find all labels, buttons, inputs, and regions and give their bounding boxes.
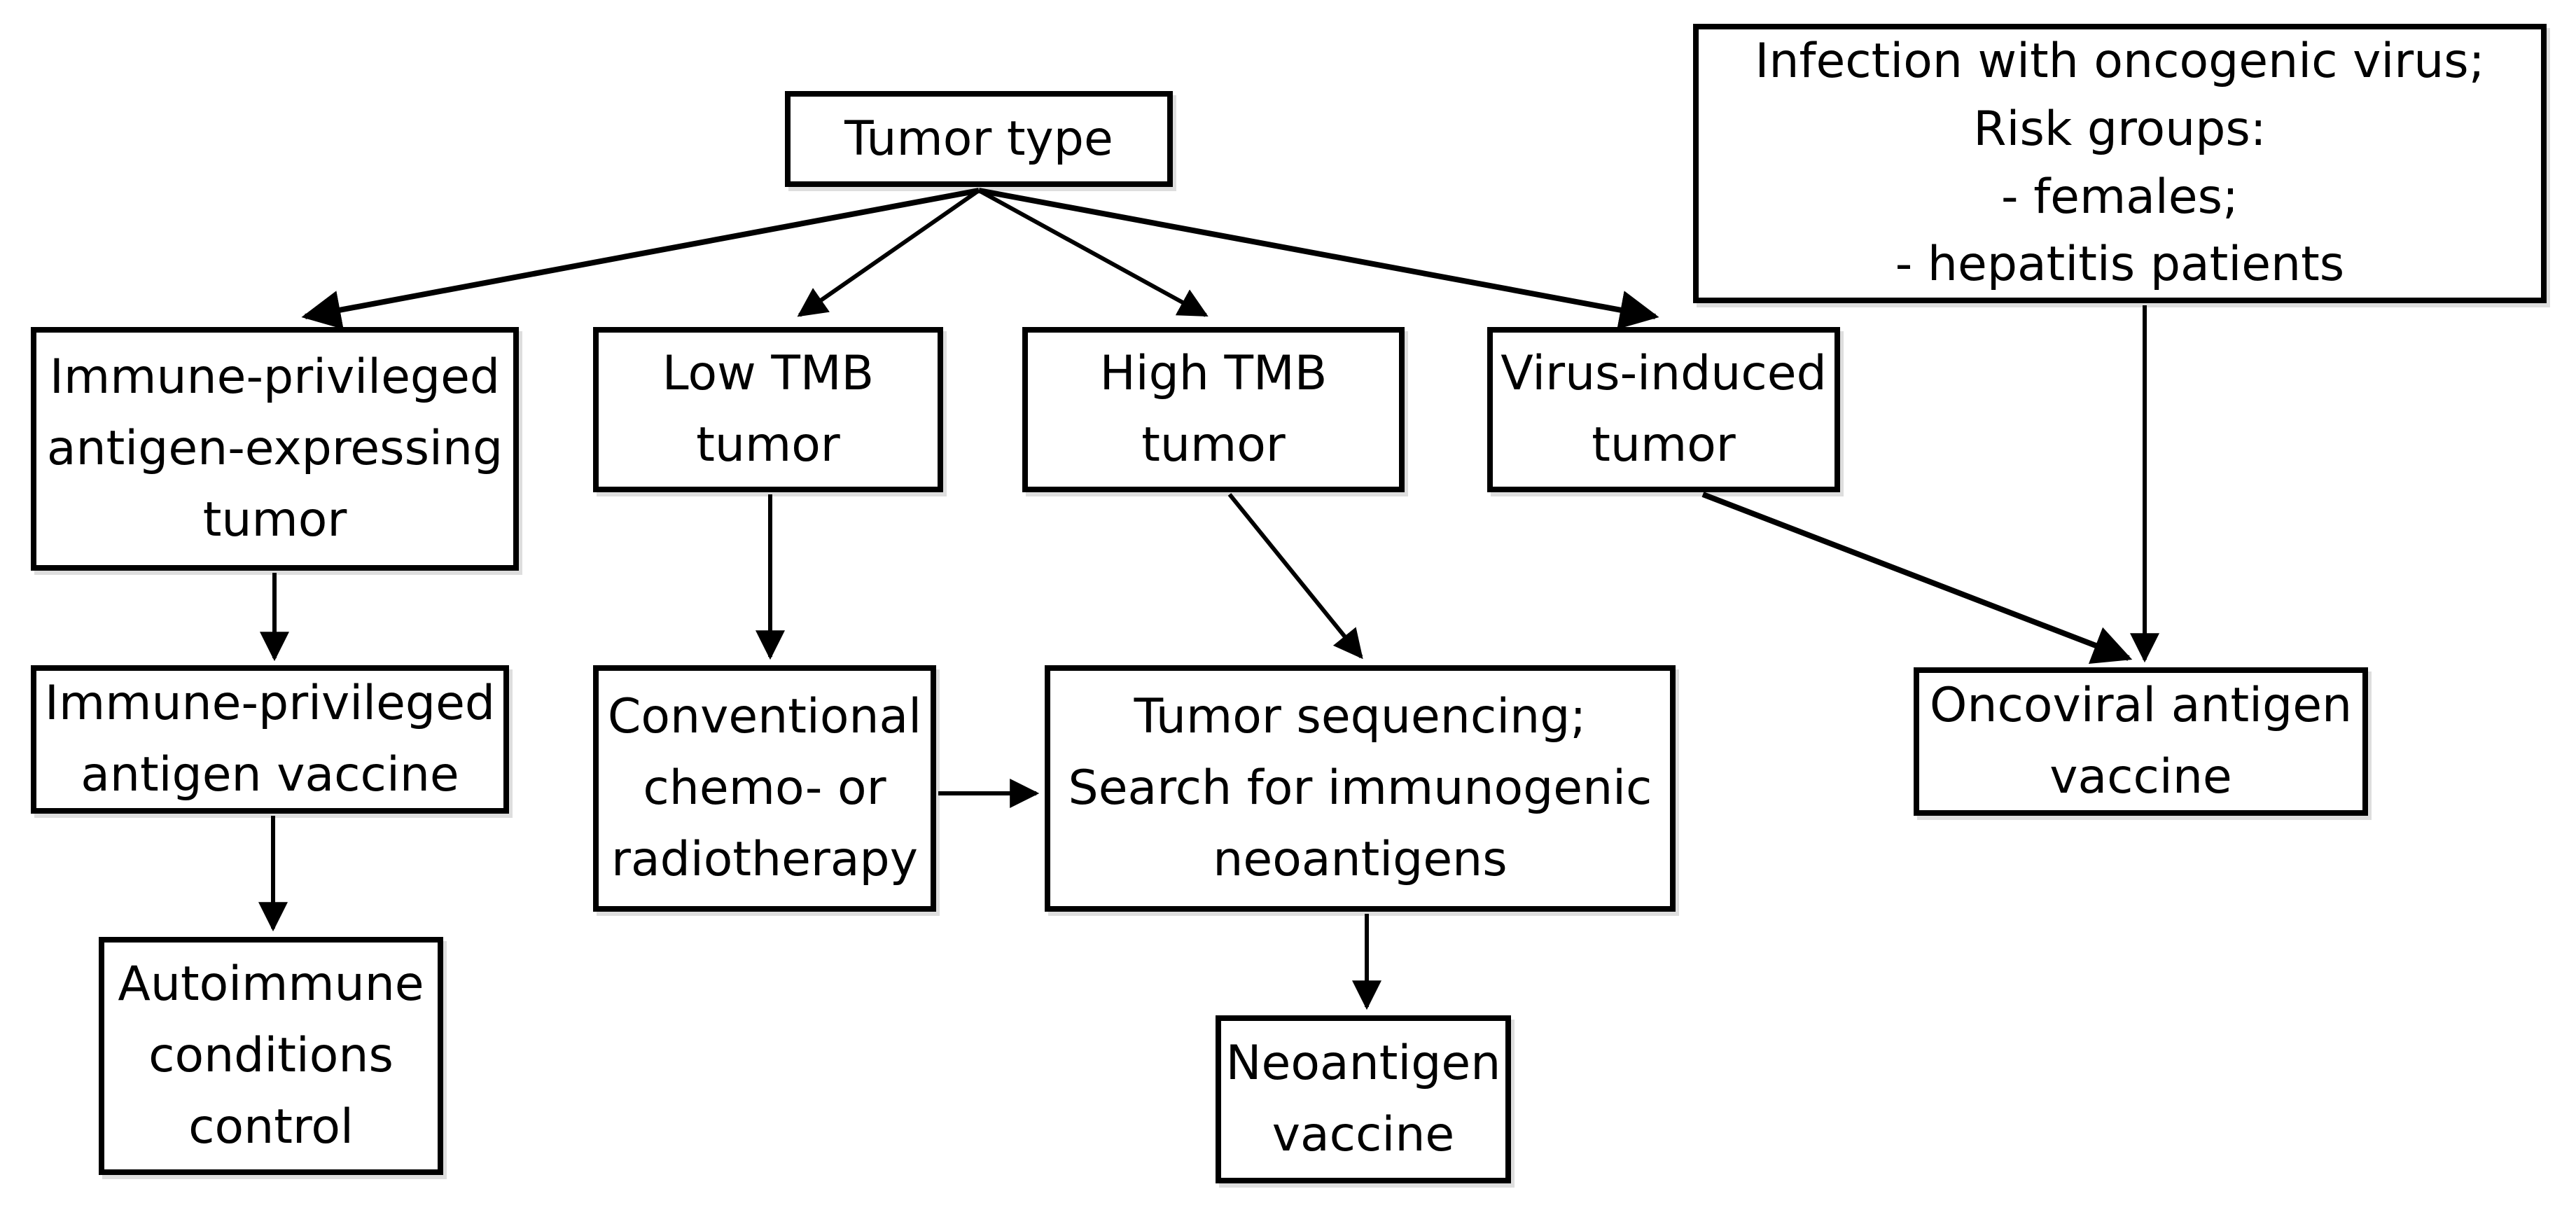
arrow-tumor-type-to-immune-privileged-tumor xyxy=(301,188,980,330)
node-conventional-chemo-or-radiotherapy: Conventional chemo- or radiotherapy xyxy=(593,665,936,912)
arrow-high-tmb-to-tumor-sequencing xyxy=(1227,493,1363,660)
node-oncoviral-antigen-vaccine: Oncoviral antigen vaccine xyxy=(1914,667,2368,816)
node-virus-induced-tumor: Virus-induced tumor xyxy=(1487,327,1840,492)
arrow-virus-induced-tumor-to-oncoviral-vaccine xyxy=(1701,492,2133,665)
node-tumor-sequencing-neoantigen-search: Tumor sequencing; Search for immunogenic… xyxy=(1045,665,1676,912)
node-immune-privileged-antigen-expressing-tumor: Immune-privileged antigen-expressing tum… xyxy=(31,327,519,571)
arrow-tumor-type-to-virus-induced-tumor xyxy=(978,188,1659,330)
node-low-tmb-tumor: Low TMB tumor xyxy=(593,327,943,492)
arrow-tumor-type-to-low-tmb-tumor xyxy=(797,188,980,317)
node-high-tmb-tumor: High TMB tumor xyxy=(1022,327,1405,492)
node-neoantigen-vaccine: Neoantigen vaccine xyxy=(1216,1015,1511,1183)
node-infection-risk-groups: Infection with oncogenic virus; Risk gro… xyxy=(1693,24,2547,303)
node-tumor-type: Tumor type xyxy=(785,91,1173,187)
arrow-tumor-type-to-high-tmb-tumor xyxy=(977,188,1209,317)
node-autoimmune-conditions-control: Autoimmune conditions control xyxy=(99,937,443,1175)
node-immune-privileged-antigen-vaccine: Immune-privileged antigen vaccine xyxy=(31,665,509,814)
